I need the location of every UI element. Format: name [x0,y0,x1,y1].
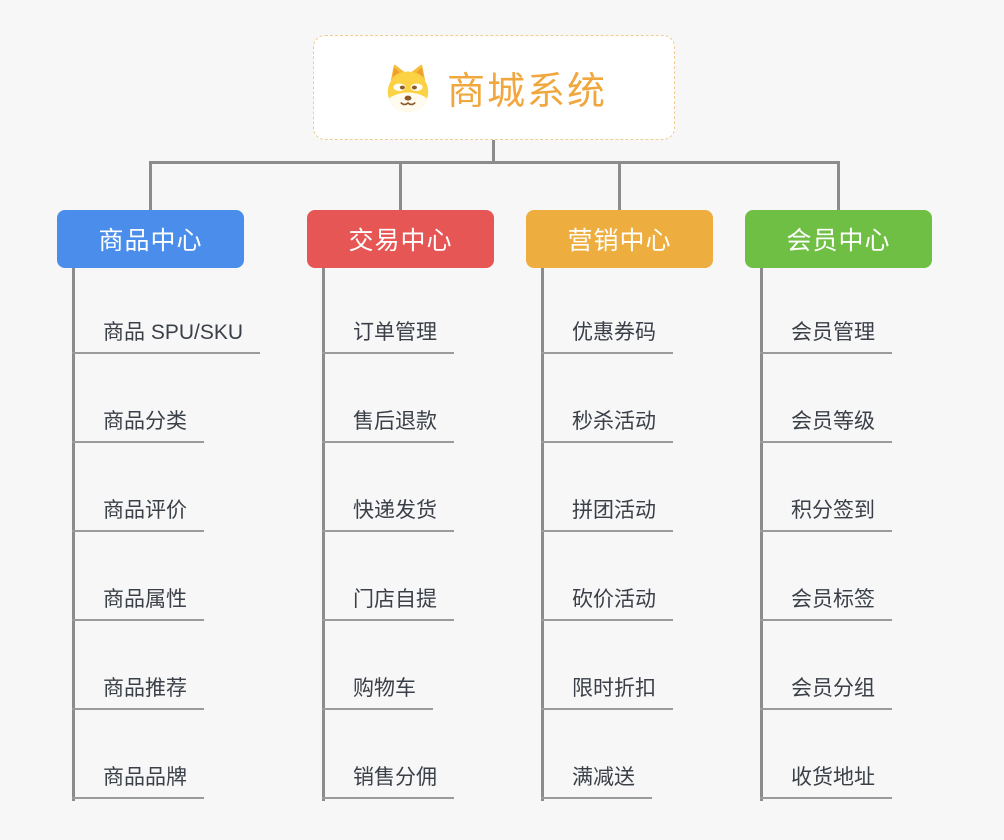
branch-node-marketing-center[interactable]: 营销中心 [526,210,713,268]
connector-drop-marketing [618,161,621,210]
connector-drop-member [837,161,840,210]
connector-horizontal-bus [149,161,840,164]
connector-drop-product [149,161,152,210]
leaf-product-brand[interactable]: 商品品牌 [72,765,204,799]
leaf-member-management[interactable]: 会员管理 [760,320,892,354]
root-node[interactable]: 商城系统 [313,35,675,140]
leaf-product-category[interactable]: 商品分类 [72,409,204,443]
branch-column-marketing: 优惠券码 秒杀活动 拼团活动 砍价活动 限时折扣 满减送 [541,268,801,801]
branch-column-trade: 订单管理 售后退款 快递发货 门店自提 购物车 销售分佣 [322,268,582,801]
leaf-shopping-cart[interactable]: 购物车 [322,676,433,710]
leaf-flash-sale[interactable]: 秒杀活动 [541,409,673,443]
branch-label: 商品中心 [98,227,203,255]
leaf-member-tag[interactable]: 会员标签 [760,587,892,621]
branch-label: 会员中心 [786,227,891,255]
leaf-order-management[interactable]: 订单管理 [322,320,454,354]
leaf-limited-time-discount[interactable]: 限时折扣 [541,676,673,710]
leaf-bargain-activity[interactable]: 砍价活动 [541,587,673,621]
leaf-coupon-code[interactable]: 优惠券码 [541,320,673,354]
branch-label: 交易中心 [348,227,453,255]
branch-node-member-center[interactable]: 会员中心 [745,210,932,268]
root-label: 商城系统 [446,71,607,113]
leaf-member-level[interactable]: 会员等级 [760,409,892,443]
branch-column-product: 商品 SPU/SKU 商品分类 商品评价 商品属性 商品推荐 商品品牌 [72,268,332,801]
leaf-product-spu-sku[interactable]: 商品 SPU/SKU [72,320,261,354]
dog-face-icon [381,63,435,113]
branch-node-product-center[interactable]: 商品中心 [57,210,244,268]
leaf-group-buy[interactable]: 拼团活动 [541,498,673,532]
connector-root-trunk [492,140,495,162]
branch-column-member: 会员管理 会员等级 积分签到 会员标签 会员分组 收货地址 [760,268,1004,801]
leaf-points-checkin[interactable]: 积分签到 [760,498,892,532]
leaf-express-delivery[interactable]: 快递发货 [322,498,454,532]
branch-node-trade-center[interactable]: 交易中心 [307,210,494,268]
leaf-sales-commission[interactable]: 销售分佣 [322,765,454,799]
leaf-store-pickup[interactable]: 门店自提 [322,587,454,621]
connector-drop-trade [399,161,402,210]
leaf-product-attribute[interactable]: 商品属性 [72,587,204,621]
leaf-product-review[interactable]: 商品评价 [72,498,204,532]
branch-label: 营销中心 [567,227,672,255]
leaf-shipping-address[interactable]: 收货地址 [760,765,892,799]
leaf-product-recommend[interactable]: 商品推荐 [72,676,204,710]
leaf-full-reduction[interactable]: 满减送 [541,765,652,799]
leaf-member-group[interactable]: 会员分组 [760,676,892,710]
leaf-aftersale-refund[interactable]: 售后退款 [322,409,454,443]
